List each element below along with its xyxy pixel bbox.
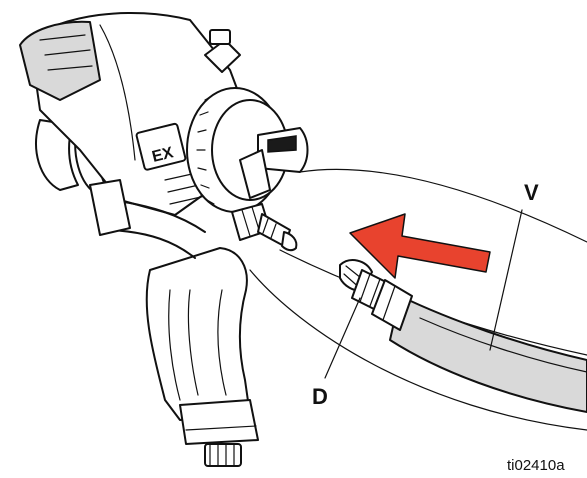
connect-direction-arrow bbox=[349, 213, 491, 279]
callout-v-leader bbox=[489, 209, 523, 351]
figure-id: ti02410a bbox=[507, 457, 565, 474]
air-cap-ring bbox=[186, 87, 309, 213]
fluid-hose bbox=[89, 179, 206, 259]
callout-d-leader bbox=[324, 297, 361, 379]
hose-fitting bbox=[339, 259, 413, 331]
spray-gun-handle bbox=[145, 247, 259, 467]
callout-d-label: D bbox=[312, 384, 328, 409]
gun-model-label: EX bbox=[150, 144, 175, 166]
callout-v-label: V bbox=[524, 180, 539, 205]
gun-air-inlet-fitting bbox=[231, 203, 298, 252]
air-hose bbox=[389, 295, 587, 413]
